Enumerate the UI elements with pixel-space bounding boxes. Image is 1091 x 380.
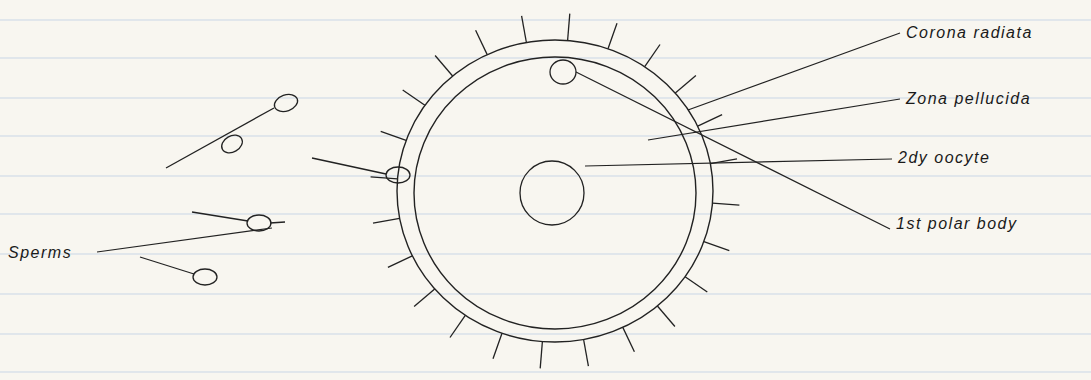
corona-spike — [493, 333, 502, 358]
polar-body — [550, 60, 576, 84]
part-label: Zona pellucida — [904, 89, 1033, 109]
corona-spike — [568, 14, 570, 41]
paper-rule — [0, 254, 1091, 255]
corona-spike — [450, 315, 465, 337]
corona-spike — [388, 256, 412, 268]
corona-spike — [540, 342, 542, 369]
corona-spike — [476, 30, 488, 54]
part-label: 1st polar body — [894, 214, 1020, 234]
corona-spike — [584, 340, 589, 367]
corona-spike — [371, 177, 398, 179]
corona-spike — [381, 131, 406, 140]
paper-rule — [0, 20, 1091, 21]
part-label: 2dy oocyte — [896, 148, 992, 168]
corona-spike — [623, 327, 635, 351]
oocyte-nucleus — [520, 161, 584, 225]
paper-rule — [0, 294, 1091, 295]
corona-outline — [397, 40, 713, 342]
paper-rule — [0, 176, 1091, 177]
leader-lines — [97, 33, 900, 252]
corona-spike — [704, 242, 729, 251]
corona-spike — [435, 56, 453, 77]
paper-rule — [0, 136, 1091, 137]
corona-spike — [698, 115, 722, 127]
sperm-cells — [140, 91, 410, 285]
corona-spike — [522, 16, 527, 43]
corona-spike — [373, 218, 400, 223]
corona-spike — [685, 277, 707, 292]
corona-spike — [645, 45, 660, 67]
corona-spike — [414, 289, 435, 307]
part-label: Corona radiata — [904, 23, 1035, 43]
corona-spike — [657, 306, 675, 327]
corona-spike — [675, 76, 696, 94]
paper-rule — [0, 214, 1091, 215]
paper-rules — [0, 20, 1091, 372]
corona-spike — [608, 23, 617, 48]
corona-spike — [403, 90, 425, 105]
corona-cells — [371, 14, 740, 369]
corona-spike — [713, 203, 740, 205]
part-label: Sperms — [6, 243, 74, 263]
paper-rule — [0, 372, 1091, 373]
paper-rule — [0, 334, 1091, 335]
zona-outline — [414, 57, 696, 329]
